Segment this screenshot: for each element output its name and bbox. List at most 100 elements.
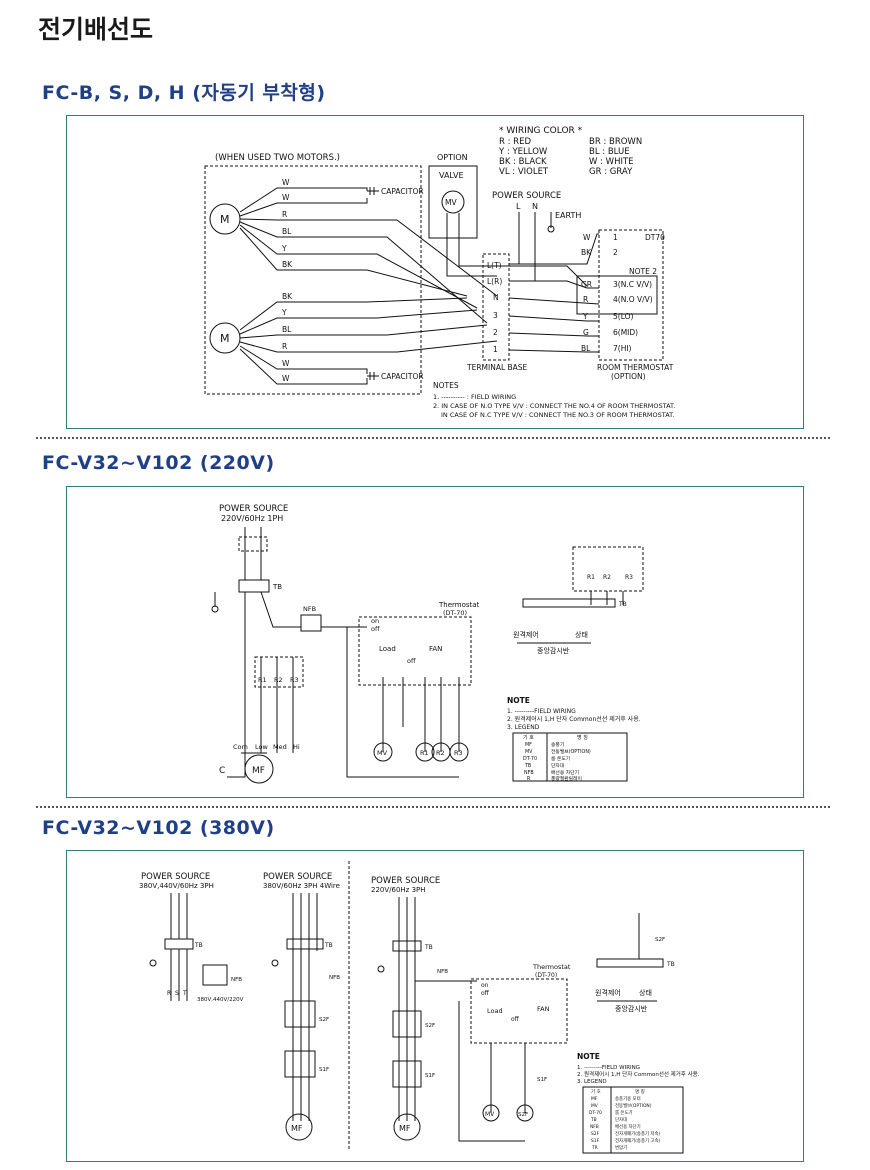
power-source-label: POWER SOURCE — [263, 872, 332, 882]
legend-name: 송풍기 — [551, 741, 564, 748]
central-panel-label: 중앙감시반 — [537, 646, 570, 655]
thermo-pin: 7(HI) — [613, 344, 632, 353]
nfb-label: NFB — [231, 977, 242, 983]
fan-motor — [285, 1113, 313, 1141]
s2f-remote-label: S2F — [655, 937, 665, 943]
legend-table — [512, 732, 628, 782]
off-label: off — [407, 657, 416, 665]
power-supply-lines — [238, 527, 268, 580]
transformer-label: 380V,440V/220V — [197, 997, 244, 1003]
color-legend-item: W : WHITE — [589, 157, 634, 167]
terminal-label: 2 — [493, 328, 498, 337]
legend-name: 배선용 차단기 — [551, 769, 579, 776]
s2f-coil-label: S2F — [518, 1112, 528, 1118]
upper-capacitor-label: CAPACITOR — [381, 187, 424, 196]
remote-control-label: 원격제어 — [595, 988, 621, 997]
nfb-breaker — [300, 614, 322, 632]
mv-label: MV — [445, 198, 457, 207]
relay-coil-label: R3 — [454, 749, 463, 757]
thermo-wire-label: G — [583, 328, 589, 337]
color-legend-item: BK : BLACK — [499, 157, 547, 167]
wiring-diagram-2-svg: POWER SOURCE 220V/60Hz 1PH TB NFB R1 R2 … — [211, 504, 644, 784]
relay-coil — [449, 742, 469, 762]
tb-label: TB — [194, 942, 203, 949]
legend-name: 룸 온도기 — [615, 1109, 633, 1116]
motor-valve — [373, 742, 393, 762]
thermo-pin: 6(MID) — [613, 328, 638, 337]
note-line: 2. IN CASE OF N.O TYPE V/V : CONNECT THE… — [433, 402, 675, 410]
remote-relay-contacts — [572, 546, 644, 605]
legend-name: 전동밸브(OPTION) — [551, 748, 591, 755]
mv-label: MV — [377, 749, 388, 757]
wire-label: BL — [282, 325, 292, 334]
tb-label: TB — [272, 583, 282, 591]
legend-symbol: DT-70 — [523, 756, 537, 762]
power-spec: 220V/60Hz 1PH — [221, 514, 283, 523]
legend-symbol: TB — [524, 763, 531, 769]
room-thermostat-box — [598, 229, 664, 361]
legend-name: 단자대 — [615, 1116, 627, 1123]
power-source-label: POWER SOURCE — [492, 191, 561, 201]
fan-label: FAN — [537, 1005, 550, 1013]
s1f-label: S1F — [425, 1073, 435, 1079]
thermo-pin: 4(N.O V/V) — [613, 295, 653, 304]
note-title: NOTE — [577, 1052, 600, 1061]
terminal-label: 3 — [493, 311, 498, 320]
earth-label: EARTH — [555, 211, 581, 220]
note-line: 3. LEGEND — [577, 1079, 607, 1085]
thermostat-label: Thermostat — [438, 601, 480, 609]
wiring-diagram-fc-v-380v: POWER SOURCE 380V,440V/60Hz 3PH TB R S T… — [66, 850, 804, 1162]
off-label: off — [371, 625, 380, 633]
thermo-wire-label: BK — [581, 248, 592, 257]
n-label: N — [532, 202, 538, 211]
wiring-diagram-3-svg: POWER SOURCE 380V,440V/60Hz 3PH TB R S T… — [139, 861, 700, 1154]
legend-name: 전동밸브(OPTION) — [615, 1102, 652, 1109]
speed-label: Hi — [293, 743, 300, 751]
earth-icon — [377, 965, 385, 973]
color-legend-item: GR : GRAY — [589, 167, 633, 177]
legend-symbol: DT-70 — [589, 1110, 602, 1116]
legend-name: 단자대 — [551, 762, 564, 769]
legend-symbol: MF — [525, 742, 532, 748]
wiring-diagram-fc-bsdh: * WIRING COLOR * R : RED Y : YELLOW BK :… — [66, 115, 804, 429]
on-label: on — [481, 982, 489, 989]
remote-control-label: 원격제어 — [513, 630, 539, 639]
power-source-label: POWER SOURCE — [141, 872, 210, 882]
remote-terminal-block — [522, 598, 616, 608]
relay-label: R2 — [274, 676, 283, 684]
s2f-label: S2F — [425, 1023, 435, 1029]
wire-label: R — [282, 210, 287, 219]
power-spec-c: 220V/60Hz 3PH — [371, 886, 426, 894]
s1f-label: S1F — [319, 1067, 329, 1073]
s2f-label: S2F — [319, 1017, 329, 1023]
off-label: off — [481, 990, 490, 997]
nfb-label: NFB — [329, 975, 340, 981]
motor-valve — [482, 1104, 500, 1122]
terminal-block — [238, 579, 270, 593]
note2-label: NOTE 2 — [629, 267, 657, 276]
thermo-wire-label: BL — [581, 344, 591, 353]
upper-motor-wires — [239, 187, 498, 324]
supply-lines-b — [284, 893, 324, 1121]
two-motors-boundary — [204, 165, 422, 395]
page-title: 전기배선도 — [38, 15, 154, 44]
relay-label: R1 — [258, 676, 267, 684]
room-thermostat-label: ROOM THERMOSTAT — [597, 363, 674, 372]
mv-label: MV — [485, 1111, 495, 1118]
earth-icon — [149, 959, 157, 967]
earth-icon — [547, 225, 555, 233]
section-heading-fc-bsdh: FC-B, S, D, H (자동기 부착형) — [42, 82, 326, 104]
power-source-label: POWER SOURCE — [371, 876, 440, 886]
terminal-base-label: TERMINAL BASE — [466, 363, 528, 372]
note-line: 1. ---------FIELD WIRING — [507, 708, 576, 715]
color-legend-item: BR : BROWN — [589, 137, 642, 147]
s1f-contact-label: S1F — [537, 1077, 547, 1083]
terminal-label: L(T) — [487, 261, 502, 270]
thermostat-wires — [346, 627, 460, 778]
relay-coil-label: R2 — [436, 749, 445, 757]
capacitor-label: C — [219, 766, 225, 776]
relay-contacts — [254, 656, 304, 717]
legend-symbol: MV — [525, 749, 533, 755]
legend-symbol: MV — [591, 1103, 598, 1109]
note-line: 1. ---------- : FIELD WIRING — [433, 393, 516, 401]
